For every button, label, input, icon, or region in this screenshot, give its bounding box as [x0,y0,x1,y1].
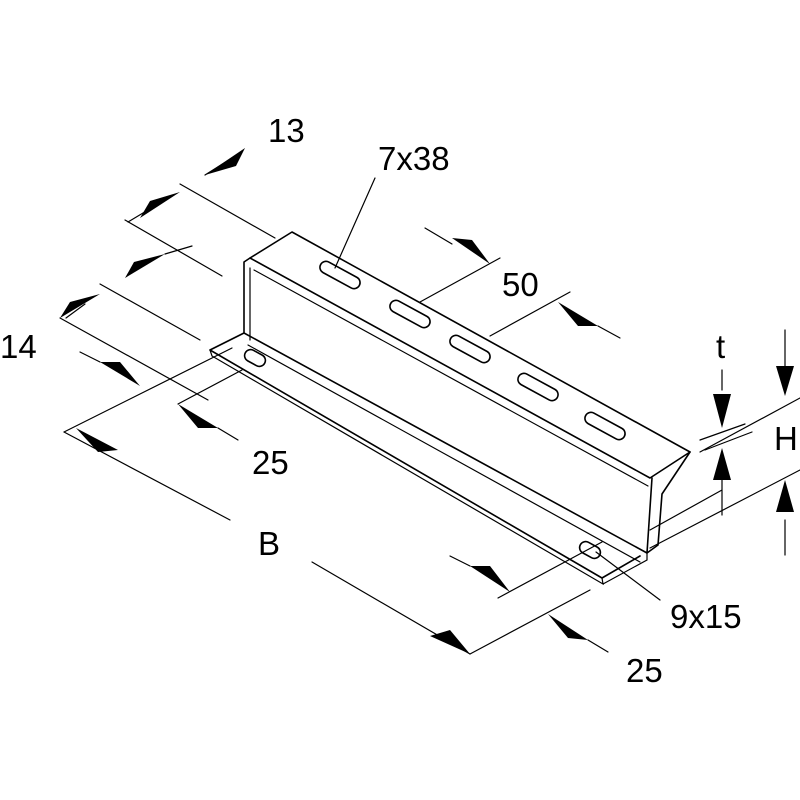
label-25-left: 25 [252,444,289,481]
label-H: H [774,420,798,457]
bracket-body [209,231,691,586]
slot [584,411,626,441]
dimension-lines [59,148,800,655]
flange-hole-left [243,348,267,368]
label-B: B [258,525,280,562]
web-right-end [646,451,691,554]
slot [319,260,361,290]
bottom-flange-edge [209,349,648,586]
label-25-right: 25 [626,652,663,689]
web-inner-line [249,267,649,487]
label-50: 50 [502,266,539,303]
bottom-flange [209,332,641,579]
label-t: t [716,328,725,365]
label-14: 14 [0,328,37,365]
dimension-labels: 13 7x38 50 14 t H 25 B 9x15 25 [0,112,798,689]
top-slots [319,260,626,441]
slot [449,334,491,364]
slot [389,299,431,329]
label-13: 13 [268,112,305,149]
label-7x38: 7x38 [378,140,450,177]
slot [517,372,559,402]
flange-hole-right [578,540,602,560]
label-9x15: 9x15 [670,598,742,635]
flange-bend-line [247,344,641,563]
